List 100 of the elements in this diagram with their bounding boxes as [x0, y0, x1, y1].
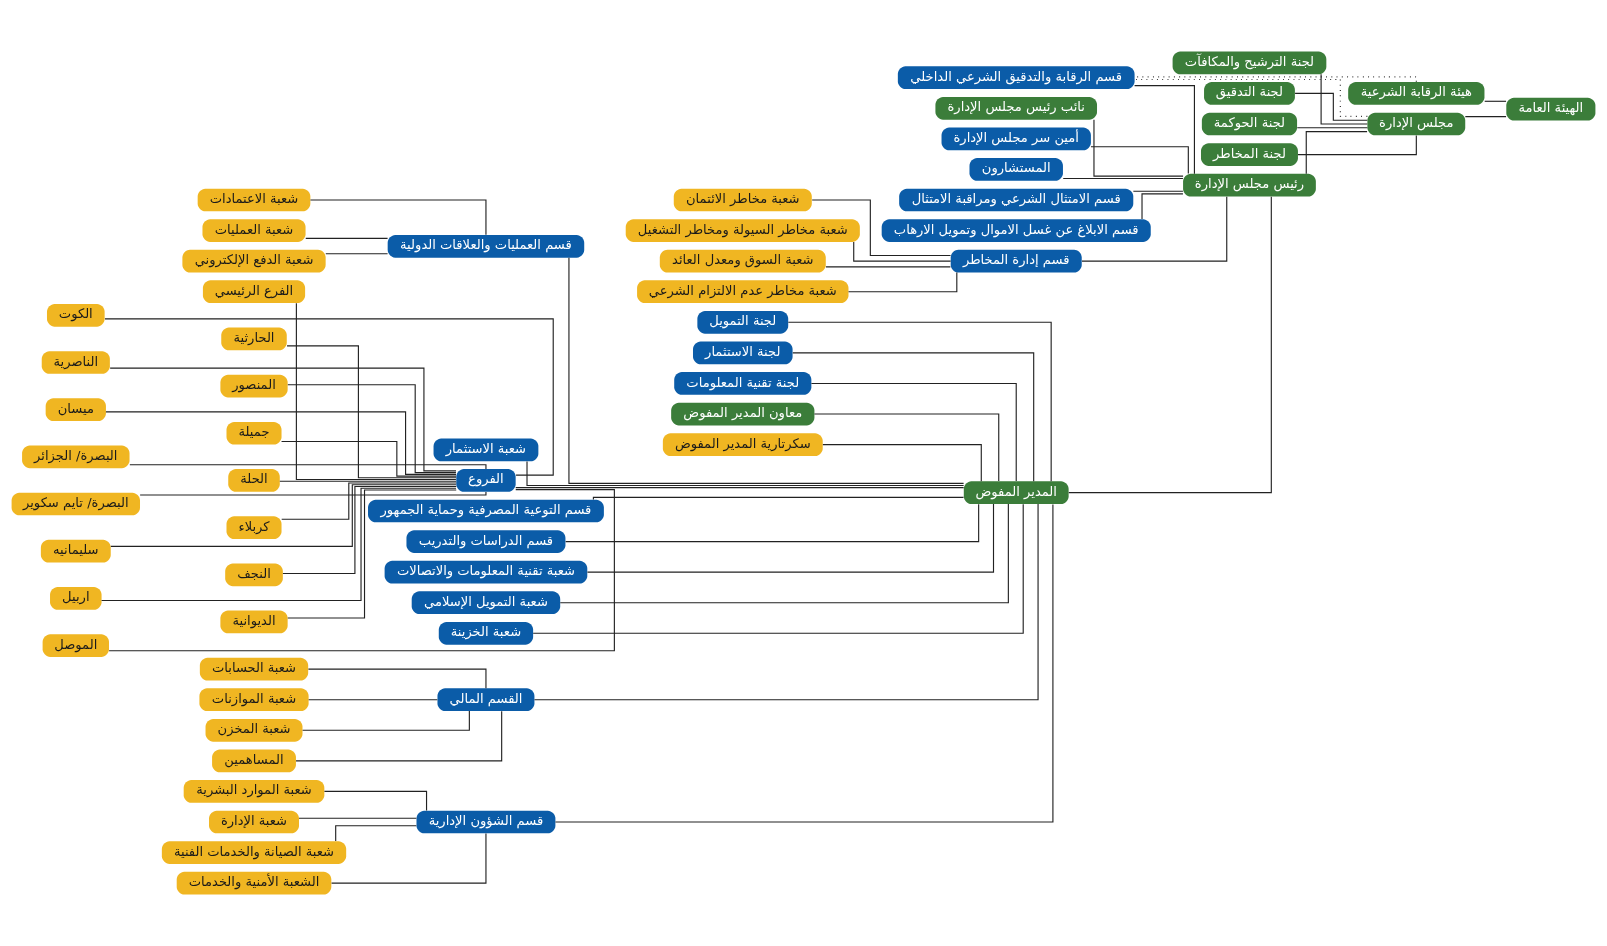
connector — [331, 832, 487, 884]
node-box: النجف — [225, 563, 283, 587]
node-box: مجلس الإدارة — [1367, 112, 1466, 136]
connector — [1296, 127, 1368, 129]
connector — [1305, 131, 1368, 175]
connector — [1484, 100, 1507, 102]
node-box: المدير المفوض — [963, 481, 1069, 504]
connector — [1090, 146, 1189, 174]
node-box: شعبة مخاطر عدم الالتزام الشرعي — [637, 280, 849, 304]
node-box: قسم الدراسات والتدريب — [406, 530, 566, 553]
node-box: لجنة التمويل — [697, 310, 789, 334]
node-box: قسم الشؤون الإدارية — [416, 810, 556, 834]
connector — [792, 352, 1035, 482]
node-box: المستشارون — [969, 158, 1063, 181]
connector — [335, 825, 417, 842]
connector — [302, 710, 470, 731]
connector — [533, 503, 1039, 701]
node-box: شعبة الصيانة والخدمات الفنية — [161, 841, 347, 864]
connector — [139, 491, 487, 496]
connector — [532, 503, 1024, 634]
connector — [109, 367, 457, 472]
node-box: القسم المالي — [437, 688, 535, 712]
connector — [565, 503, 980, 543]
connector — [1141, 193, 1184, 220]
node-box: نائب رئيس مجلس الإدارة — [935, 96, 1098, 120]
node-box: شعبة الإدارة — [209, 810, 299, 834]
connector — [307, 668, 487, 689]
connector — [787, 321, 1052, 482]
connector — [295, 302, 457, 481]
connector — [108, 489, 615, 652]
connector — [104, 318, 554, 476]
connector — [592, 496, 965, 500]
node-box: الموصل — [42, 634, 109, 657]
node-box: لجنة المخاطر — [1201, 143, 1298, 166]
connector — [286, 345, 457, 479]
node-box: هيئة الرقابة الشرعية — [1348, 82, 1485, 105]
connector — [853, 241, 952, 262]
connector — [810, 382, 1017, 482]
connector — [847, 271, 958, 293]
node-box: شعبة الحسابات — [199, 657, 309, 681]
node-box: قسم الرقابة والتدقيق الشرعي الداخلي — [897, 66, 1135, 90]
node-box: جميلة — [226, 421, 282, 445]
connector — [554, 503, 1054, 823]
node-box: شعبة الاعتمادات — [197, 188, 311, 212]
node-box: شعبة مخاطر السيولة ومخاطر التشغيل — [625, 219, 860, 242]
node-box: معاون المدير المفوض — [671, 402, 815, 426]
connector — [526, 460, 965, 487]
node-box: أمين سر مجلس الإدارة — [941, 127, 1091, 151]
connector — [309, 199, 487, 236]
connector — [559, 503, 1009, 604]
node-box: الشعبة الأمنية والخدمات — [176, 871, 332, 895]
node-box: قسم التوعية المصرفية وحماية الجمهور — [368, 499, 604, 523]
node-box: قسم الابلاغ عن غسل الاموال وتمويل الارهاب — [881, 219, 1151, 242]
node-box: شعبة السوق ومعدل العائد — [659, 249, 826, 273]
connector — [298, 817, 417, 819]
connector — [281, 441, 457, 477]
node-box: لجنة التدقيق — [1204, 82, 1295, 105]
connector — [281, 482, 457, 520]
node-box: المساهمين — [212, 749, 296, 773]
connector — [279, 480, 457, 482]
node-box: الناصرية — [41, 351, 110, 374]
connector — [1294, 92, 1368, 121]
connector — [1132, 190, 1184, 192]
node-box: ميسان — [45, 398, 106, 421]
connector — [1320, 73, 1368, 125]
connector — [305, 237, 389, 239]
node-box: شعبة الدفع الإلكتروني — [182, 249, 326, 273]
connector — [287, 384, 457, 474]
connector — [568, 257, 965, 484]
connector — [110, 484, 457, 547]
node-box: الحلة — [228, 469, 280, 492]
connector — [1134, 85, 1195, 175]
connector — [1464, 116, 1507, 118]
node-box: الديوانية — [220, 610, 288, 634]
node-box: الفروع — [456, 469, 516, 492]
connector — [813, 413, 1000, 482]
connector — [129, 464, 487, 470]
connector — [323, 790, 428, 812]
node-box: سليمانيه — [40, 539, 111, 563]
node-box: قسم إدارة المخاطر — [950, 249, 1082, 273]
node-box: شعبة الاستثمار — [433, 438, 539, 462]
connector — [1081, 196, 1228, 262]
connector — [515, 487, 965, 489]
node-box: الفرع الرئيسي — [202, 280, 306, 304]
node-box: المنصور — [220, 374, 288, 398]
node-box: لجنة الترشيح والمكافآت — [1172, 51, 1327, 75]
node-box: الكوت — [46, 303, 105, 327]
node-box: قسم العمليات والعلاقات الدولية — [387, 234, 585, 258]
node-box: لجنة تقنية المعلومات — [674, 372, 812, 395]
node-box: شعبة العمليات — [202, 219, 306, 242]
connector — [295, 710, 503, 762]
node-box: شعبة المخزن — [205, 718, 303, 742]
connector — [1068, 196, 1272, 494]
node-box: شعبة مخاطر الائتمان — [673, 188, 812, 212]
connector — [586, 503, 995, 573]
node-box: شعبة تقنية المعلومات والاتصالات — [384, 560, 588, 584]
node-box: البصرة/ الجزائر — [22, 445, 130, 469]
connector — [325, 253, 389, 255]
connector — [105, 411, 457, 475]
connector — [825, 266, 951, 268]
